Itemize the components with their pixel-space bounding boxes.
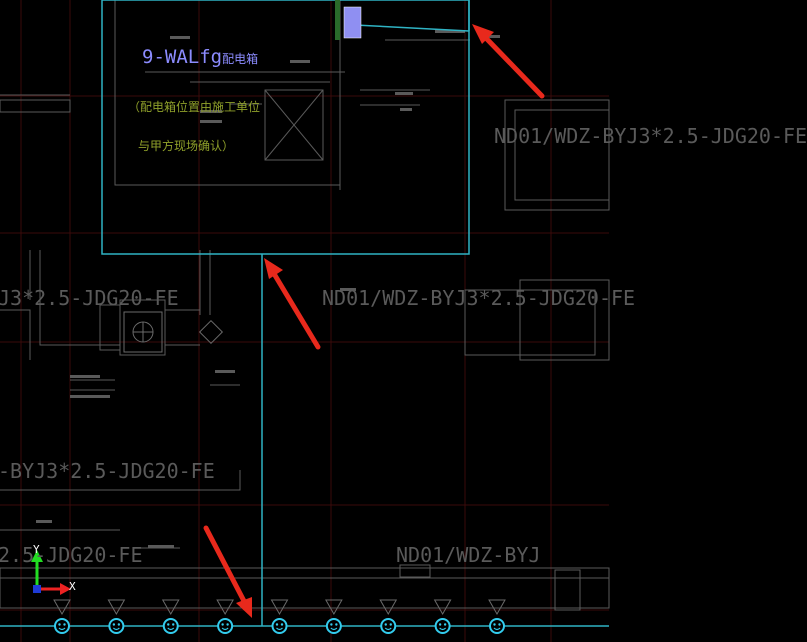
lamp-fixture-icon[interactable] (53, 599, 71, 634)
lamp-fixture-icon[interactable] (379, 599, 398, 634)
annotation-arrow-icon (203, 24, 545, 618)
wire-label: 2.5-JDG20-FE (0, 543, 143, 567)
fan-icon[interactable] (123, 311, 224, 353)
panel-label: 9-WALfg配电箱 (142, 46, 258, 68)
lamp-fixture-icon[interactable] (270, 599, 289, 634)
annotation-marks (36, 30, 500, 548)
ucs-icon (31, 550, 71, 595)
panel-cable (335, 0, 340, 40)
ucs-y-label: Y (33, 543, 40, 556)
ucs-x-label: X (69, 580, 76, 593)
wire-label: ND01/WDZ-BYJ3*2.5-JDG20-FE (494, 124, 807, 148)
panel-label-id: 9-WALfg (142, 46, 223, 68)
lamp-fixture-icon[interactable] (107, 599, 126, 634)
lamp-fixture-icon[interactable] (488, 599, 506, 634)
lamp-fixture-icon[interactable] (433, 599, 452, 634)
wire-lines (0, 0, 609, 627)
wire-label: ND01/WDZ-BYJ (396, 543, 541, 567)
wire-label: -BYJ3*2.5-JDG20-FE (0, 459, 215, 483)
fixture-row (53, 599, 506, 634)
lamp-fixture-icon[interactable] (161, 599, 180, 634)
note-line: （配电箱位置由施工单位 (128, 100, 261, 114)
cad-drawing (0, 0, 610, 642)
note-line: 与甲方现场确认） (138, 139, 235, 153)
lamp-fixture-icon[interactable] (216, 599, 234, 634)
architecture-lines (0, 0, 610, 611)
electrical-panel-icon[interactable] (343, 6, 362, 39)
wire-label: ND01/WDZ-BYJ3*2.5-JDG20-FE (322, 286, 636, 310)
lamp-fixture-icon[interactable] (325, 599, 343, 634)
panel-label-suffix: 配电箱 (222, 52, 259, 66)
wire-label: J3*2.5-JDG20-FE (0, 286, 179, 310)
